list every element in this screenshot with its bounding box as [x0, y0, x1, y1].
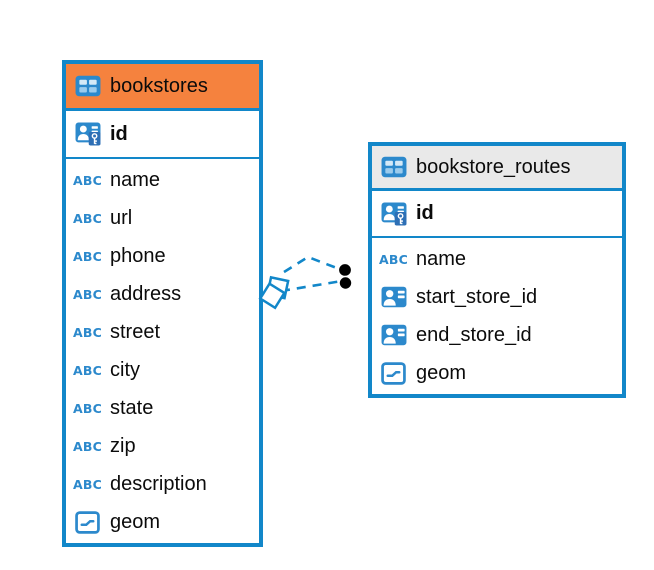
- text-type-icon: ABC: [73, 248, 102, 264]
- column-label: street: [110, 320, 161, 343]
- column-row-street[interactable]: ABC street: [66, 313, 259, 351]
- relationship-diamond-marker[interactable]: [258, 281, 287, 310]
- column-label: name: [416, 247, 467, 270]
- text-type-icon: ABC: [73, 210, 102, 226]
- column-label: zip: [110, 434, 136, 457]
- column-row-city[interactable]: ABC city: [66, 351, 259, 389]
- column-label: id: [416, 202, 434, 224]
- text-type-icon: ABC: [73, 400, 102, 416]
- column-label: end_store_id: [416, 323, 532, 346]
- column-row-zip[interactable]: ABC zip: [66, 427, 259, 465]
- geometry-type-icon: [74, 511, 101, 534]
- column-row-name[interactable]: ABC name: [372, 240, 622, 278]
- text-type-icon: ABC: [73, 362, 102, 378]
- column-row-url[interactable]: ABC url: [66, 199, 259, 237]
- column-label: geom: [110, 510, 161, 533]
- table-title: bookstores: [110, 74, 208, 97]
- text-type-icon: ABC: [73, 438, 102, 454]
- column-row-id[interactable]: id: [372, 191, 622, 238]
- relationship-line-end-store[interactable]: [280, 279, 343, 293]
- geometry-type-icon: [380, 362, 407, 385]
- table-icon: [380, 156, 407, 178]
- relationship-dot-terminal[interactable]: [337, 262, 353, 278]
- column-row-geom[interactable]: geom: [372, 354, 622, 392]
- column-row-id[interactable]: id: [66, 111, 259, 159]
- text-type-icon: ABC: [73, 324, 102, 340]
- column-list: ABC name ABC url ABC phone ABC address A…: [66, 159, 259, 543]
- text-type-icon: ABC: [73, 172, 102, 188]
- column-row-name[interactable]: ABC name: [66, 161, 259, 199]
- table-node-bookstore-routes[interactable]: bookstore_routes id ABC name start_store…: [368, 142, 626, 398]
- text-type-icon: ABC: [379, 251, 408, 267]
- column-row-geom[interactable]: geom: [66, 503, 259, 541]
- table-icon: [74, 75, 101, 97]
- relationship-dot-terminal[interactable]: [338, 275, 353, 291]
- column-row-description[interactable]: ABC description: [66, 465, 259, 503]
- primary-key-icon: [74, 122, 101, 146]
- table-node-bookstores[interactable]: bookstores id ABC name ABC url ABC phone…: [62, 60, 263, 547]
- primary-key-icon: [380, 202, 407, 226]
- column-row-address[interactable]: ABC address: [66, 275, 259, 313]
- table-header-bookstores[interactable]: bookstores: [66, 64, 259, 111]
- reference-icon: [380, 286, 407, 308]
- reference-icon: [380, 324, 407, 346]
- column-label: name: [110, 168, 161, 191]
- text-type-icon: ABC: [73, 476, 102, 492]
- column-label: city: [110, 358, 140, 381]
- column-list: ABC name start_store_id end_store_id ge: [372, 238, 622, 394]
- text-type-icon: ABC: [73, 286, 102, 302]
- column-row-start-store-id[interactable]: start_store_id: [372, 278, 622, 316]
- column-row-state[interactable]: ABC state: [66, 389, 259, 427]
- column-label: geom: [416, 361, 467, 384]
- column-label: id: [110, 122, 128, 145]
- column-row-end-store-id[interactable]: end_store_id: [372, 316, 622, 354]
- column-label: phone: [110, 244, 166, 267]
- column-label: start_store_id: [416, 285, 538, 308]
- column-label: url: [110, 206, 133, 229]
- column-label: state: [110, 396, 154, 419]
- column-label: description: [110, 472, 207, 495]
- table-header-bookstore-routes[interactable]: bookstore_routes: [372, 146, 622, 191]
- column-label: address: [110, 282, 182, 305]
- table-title: bookstore_routes: [416, 155, 571, 178]
- relationship-line-start-store[interactable]: [283, 255, 343, 274]
- column-row-phone[interactable]: ABC phone: [66, 237, 259, 275]
